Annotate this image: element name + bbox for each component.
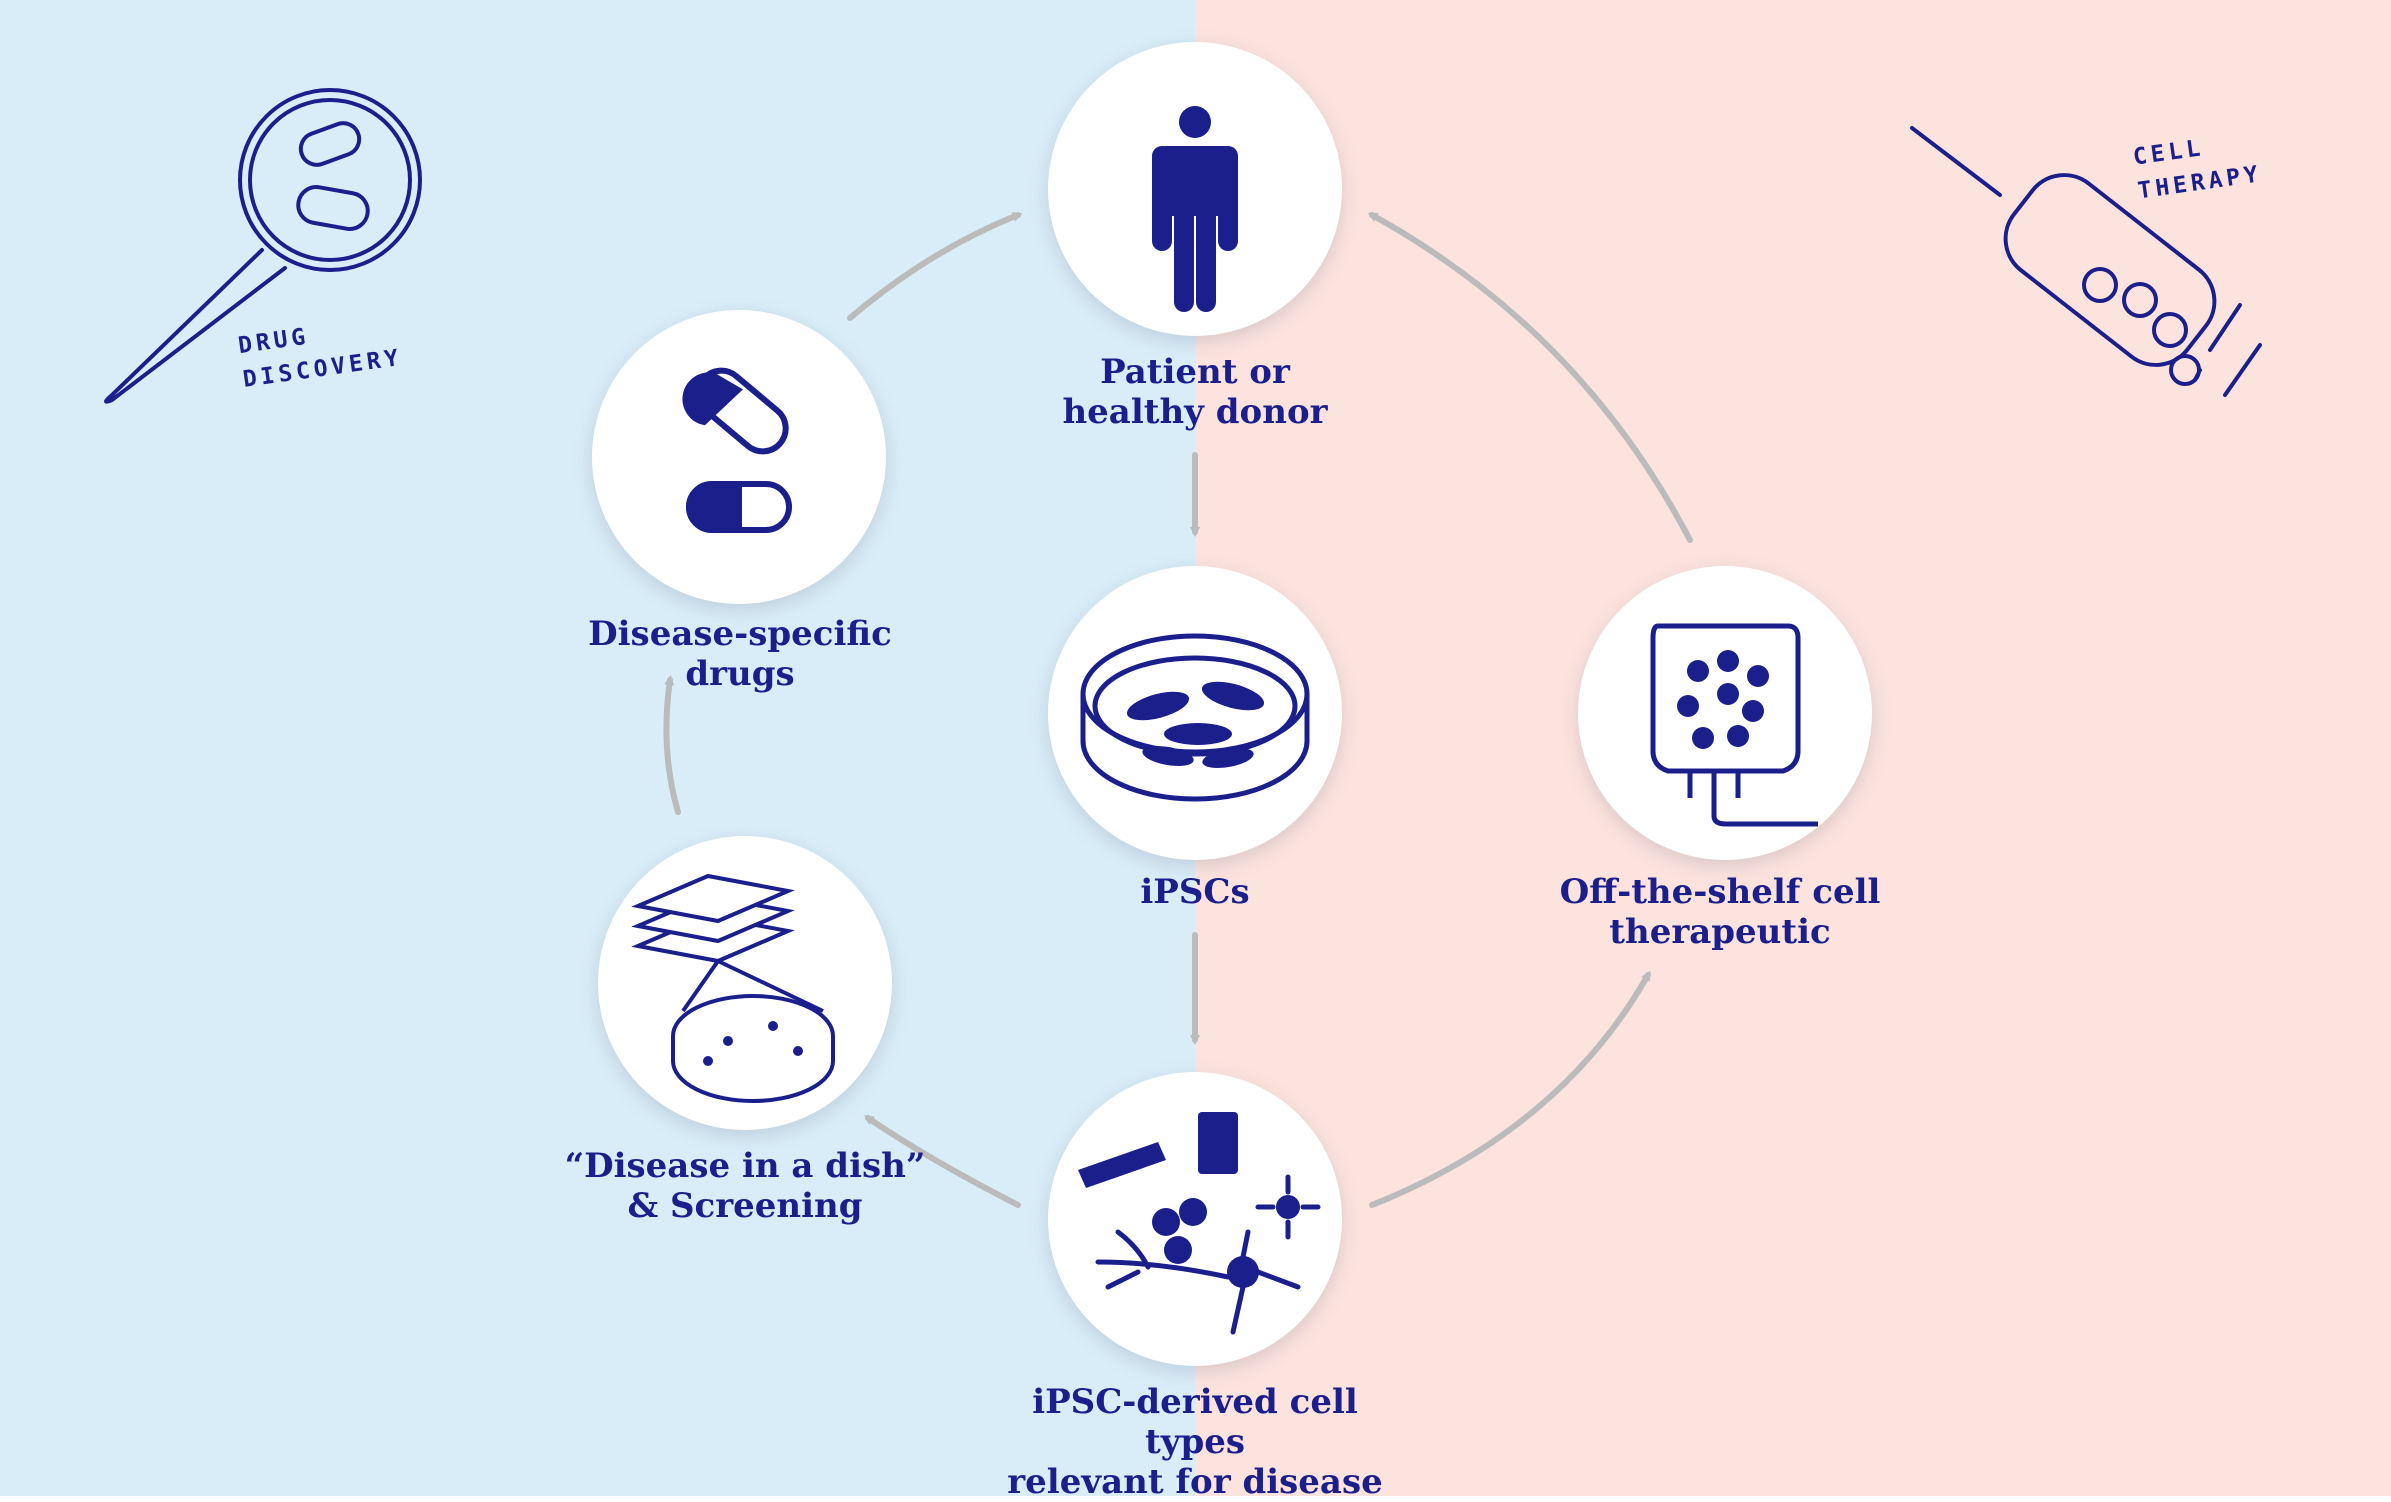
drug-discovery-panel — [0, 0, 1195, 1496]
offshelf-label: Off-the-shelf cell therapeutic — [1559, 872, 1881, 952]
ipscs-node — [1048, 566, 1342, 860]
drugs-label: Disease-specific drugs — [588, 614, 892, 694]
ipscs-label: iPSCs — [1140, 872, 1250, 912]
derived-label: iPSC-derived cell types relevant for dis… — [1007, 1382, 1383, 1502]
arrow-derived-to-offshelf — [1369, 970, 1651, 1208]
person-icon — [1152, 106, 1238, 312]
derived-cells-node — [1048, 1072, 1342, 1366]
patient-node — [1048, 42, 1342, 336]
dish-screening-node — [598, 836, 892, 1130]
petri-dish-icon — [1080, 633, 1310, 802]
cell-bag-icon — [1650, 623, 1818, 827]
arrow-derived-to-dish — [863, 1115, 1021, 1208]
magnifier-sketch-icon — [104, 88, 422, 404]
arrow-dish-to-drugs — [663, 675, 681, 815]
drugs-node — [592, 310, 886, 604]
dish-screening-label: “Disease in a dish” & Screening — [564, 1146, 926, 1226]
offshelf-node — [1578, 566, 1872, 860]
syringe-sketch-icon — [1910, 126, 2262, 397]
pills-icon — [682, 367, 792, 533]
arrow-offshelf-to-patient — [1367, 212, 1693, 543]
cell-types-icon — [1078, 1112, 1321, 1335]
arrow-drugs-to-patient — [847, 212, 1023, 321]
screening-plates-icon — [631, 873, 835, 1103]
patient-label: Patient or healthy donor — [1062, 352, 1328, 432]
